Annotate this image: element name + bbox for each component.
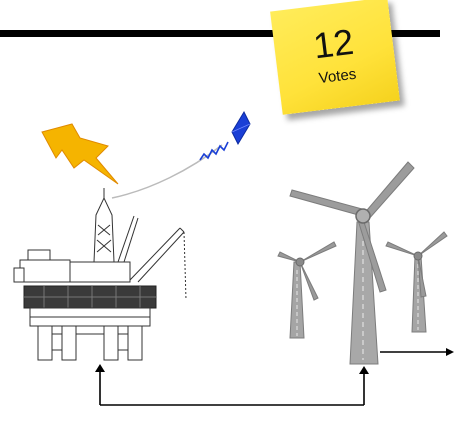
kite-icon [231, 110, 251, 146]
lightning-icon [41, 123, 119, 185]
wind-turbine-icon [277, 161, 448, 365]
kite-line [111, 144, 223, 199]
vote-count: 12 [311, 20, 356, 67]
connector-arrows [99, 351, 450, 406]
arrowhead-left-up [95, 364, 105, 372]
top-rule [0, 30, 440, 37]
kite-tail [199, 141, 229, 161]
arrowhead-right [446, 348, 454, 356]
vote-note[interactable]: 12 Votes [270, 0, 400, 115]
arrowhead-right-up [359, 366, 369, 374]
oil-platform-icon [13, 188, 187, 361]
